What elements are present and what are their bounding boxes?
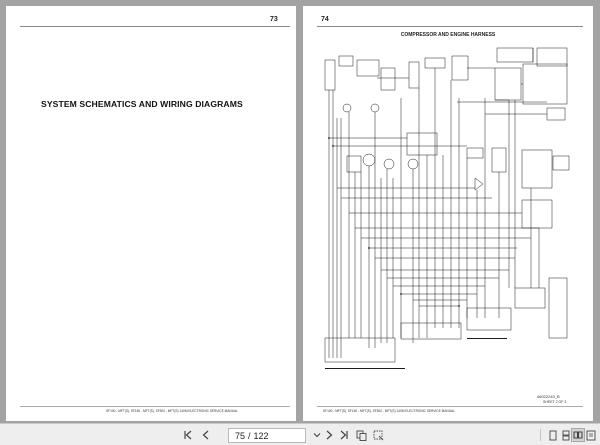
page-number: 73: [270, 16, 278, 23]
page-number-field[interactable]: 75 / 122: [228, 428, 306, 443]
last-page-icon[interactable]: [337, 428, 351, 442]
next-page-icon[interactable]: [322, 428, 336, 442]
page-number: 74: [321, 16, 329, 23]
document-viewer[interactable]: 73 SYSTEM SCHEMATICS AND WIRING DIAGRAMS…: [0, 0, 600, 423]
page-74: 74 COMPRESSOR AND ENGINE HARNESS: [303, 6, 593, 421]
sheet-number: SHEET 2 OF 3: [543, 400, 567, 404]
total-pages: 122: [253, 430, 269, 441]
footer-rule: [20, 406, 290, 407]
fit-page-icon[interactable]: [584, 428, 598, 442]
scroll-view-icon[interactable]: [559, 428, 573, 442]
page-footer: SF100 - MFT(S), SF150 - MFT(S), SF300 - …: [323, 409, 455, 413]
copy-icon[interactable]: [354, 428, 368, 442]
page-footer: SF100 - MFT(S), SF150 - MFT(S), SF300 - …: [106, 409, 238, 413]
selection-icon[interactable]: [371, 428, 385, 442]
page-73: 73 SYSTEM SCHEMATICS AND WIRING DIAGRAMS…: [6, 6, 296, 421]
page-separator: /: [248, 430, 251, 441]
header-rule: [20, 26, 290, 27]
wiring-schematic: [324, 47, 570, 369]
footer-rule: [317, 406, 583, 407]
previous-page-icon[interactable]: [199, 428, 213, 442]
single-page-icon[interactable]: [546, 428, 560, 442]
page-title: SYSTEM SCHEMATICS AND WIRING DIAGRAMS: [41, 99, 243, 109]
pdf-toolbar: 75 / 122: [0, 423, 600, 445]
header-rule: [317, 26, 583, 27]
first-page-icon[interactable]: [181, 428, 195, 442]
two-page-view-icon[interactable]: [571, 428, 585, 442]
toolbar-divider: [540, 429, 541, 441]
current-page[interactable]: 75: [235, 430, 246, 441]
page-dropdown-icon[interactable]: [310, 428, 324, 442]
diagram-title: COMPRESSOR AND ENGINE HARNESS: [400, 32, 496, 38]
drawing-number: 46022240_B: [537, 394, 560, 399]
